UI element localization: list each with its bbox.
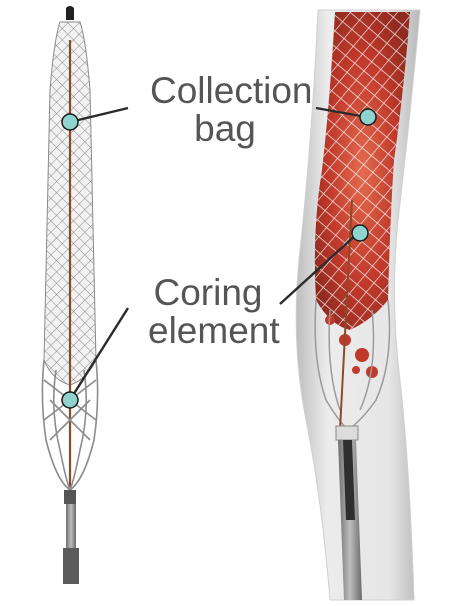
marker-coring-left: [61, 391, 79, 409]
marker-collection-right: [359, 108, 377, 126]
left-catheter: [66, 504, 76, 548]
clot-fragments: [325, 315, 378, 378]
marker-collection-left: [61, 113, 79, 131]
coring-element-label-line-1: Coring: [153, 272, 263, 313]
leader-lines: [68, 106, 367, 401]
leader-coring-left: [68, 307, 130, 401]
collection-bag-label-line-2: bag: [194, 108, 256, 149]
left-catheter-collar: [64, 490, 76, 504]
leader-coring-right: [279, 232, 359, 305]
coring-element-label-line-2: element: [148, 310, 280, 351]
left-catheter-end: [63, 548, 79, 584]
collection-bag-label-line-1: Collection: [150, 70, 313, 111]
right-guide-wire: [339, 199, 353, 431]
device-tip: [66, 6, 74, 20]
leader-collection-left: [69, 106, 129, 124]
left-device: [41, 6, 99, 584]
right-catheter-collar: [335, 425, 359, 441]
right-vessel-view: [295, 9, 421, 601]
leader-collection-right: [315, 106, 367, 119]
marker-coring-right: [351, 224, 369, 242]
right-catheter-inner: [343, 440, 355, 520]
markers: [61, 108, 377, 409]
coring-element-label: Coring element: [148, 272, 280, 351]
collection-bag-label: Collection bag: [150, 70, 313, 149]
